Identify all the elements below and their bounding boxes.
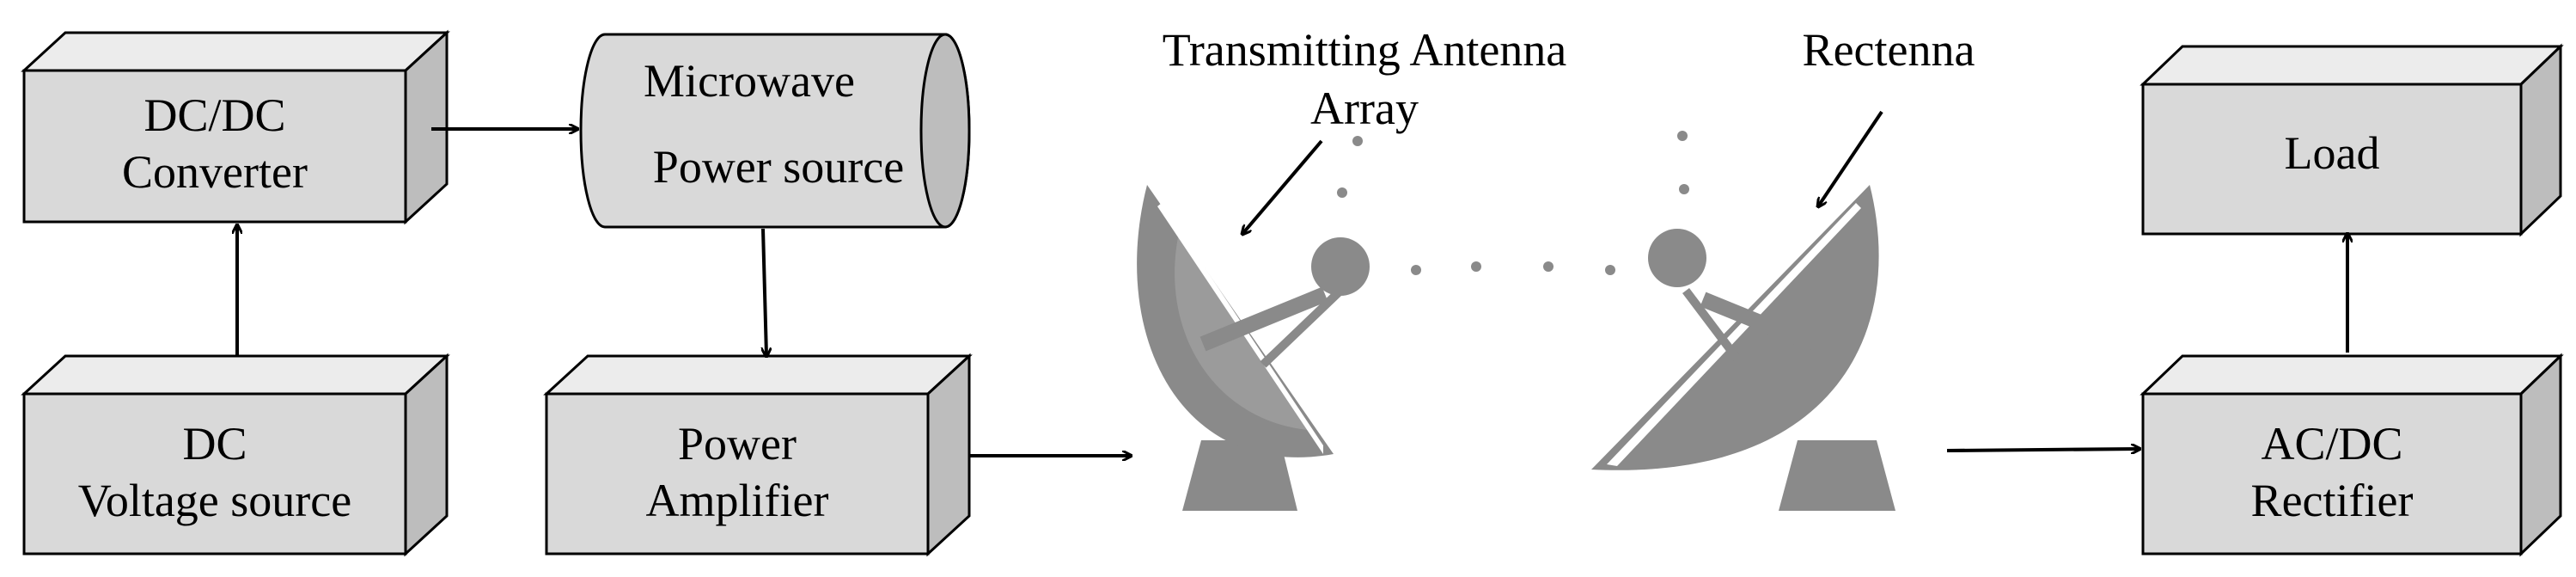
dc-voltage-source-block: DC Voltage source bbox=[21, 353, 450, 557]
tx-antenna-label-line1: Transmitting Antenna bbox=[1163, 24, 1567, 76]
wireless-beam-dots bbox=[1337, 131, 1689, 275]
tx-antenna-pointer bbox=[1242, 139, 1323, 234]
dc-source-label-line1: DC bbox=[182, 418, 247, 470]
ac-dc-rectifier-block: AC/DC Rectifier bbox=[2140, 353, 2564, 557]
power-amplifier-block: Power Amplifier bbox=[543, 353, 973, 557]
rectenna-pointer bbox=[1818, 110, 1883, 206]
dcdc-label-line1: DC/DC bbox=[143, 89, 285, 141]
rectenna-label: Rectenna bbox=[1803, 24, 1975, 76]
load-label: Load bbox=[2285, 127, 2380, 179]
tx-antenna-label-line2: Array bbox=[1310, 83, 1419, 134]
amplifier-label-line1: Power bbox=[678, 418, 797, 470]
microwave-power-source-block: Microwave Power source bbox=[579, 33, 971, 229]
dc-source-label-line2: Voltage source bbox=[78, 475, 351, 526]
rectifier-label-line2: Rectifier bbox=[2251, 475, 2414, 526]
dcdc-converter-block: DC/DC Converter bbox=[21, 29, 450, 225]
microwave-label-line1: Microwave bbox=[644, 55, 855, 107]
arrow-rectenna-to-rectifier bbox=[1946, 449, 2140, 451]
microwave-label-line2: Power source bbox=[653, 141, 904, 193]
load-block: Load bbox=[2140, 43, 2564, 237]
arrow-microwave-to-amplifier bbox=[763, 228, 766, 356]
amplifier-label-line2: Amplifier bbox=[646, 475, 829, 526]
dcdc-label-line2: Converter bbox=[122, 146, 308, 198]
rectenna-icon bbox=[1591, 185, 1895, 511]
transmitting-antenna-icon bbox=[1137, 185, 1370, 511]
rectifier-label-line1: AC/DC bbox=[2261, 418, 2402, 470]
